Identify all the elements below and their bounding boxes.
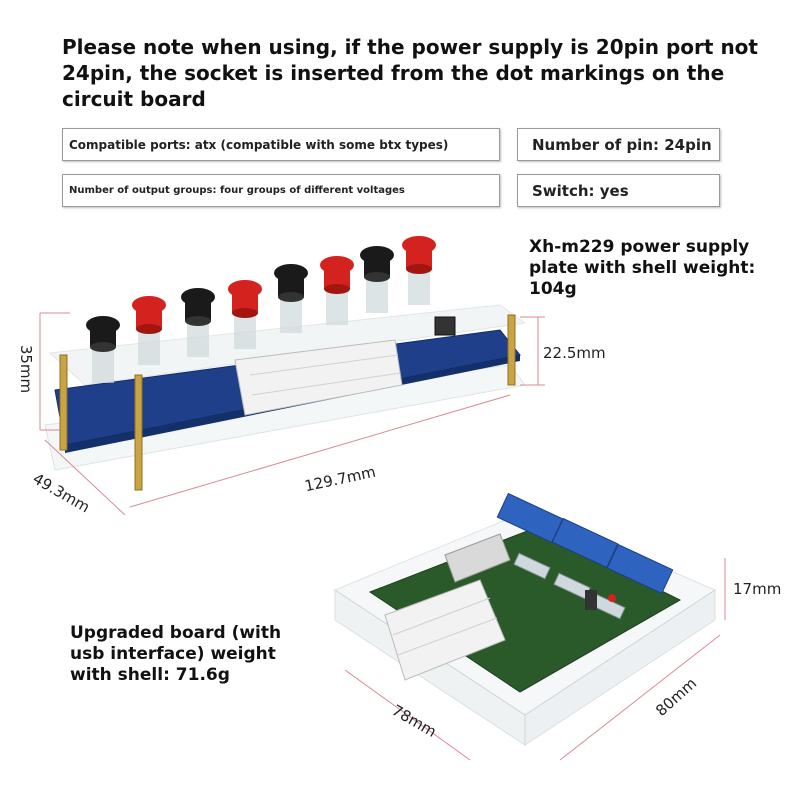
dim-height-17mm: 17mm xyxy=(733,580,782,598)
product2-weight-label: Upgraded board (with usb interface) weig… xyxy=(70,623,282,685)
spec-output-groups: Number of output groups: four groups of … xyxy=(62,174,500,207)
product1-weight-label: Xh-m229 power supply plate with shell we… xyxy=(529,237,756,299)
usage-note: Please note when using, if the power sup… xyxy=(62,35,758,111)
dim-board-height: 22.5mm xyxy=(543,344,606,362)
spec-switch: Switch: yes xyxy=(517,174,720,207)
product2-board-image xyxy=(333,492,726,760)
product1-board-image xyxy=(39,236,545,515)
spec-number-of-pin: Number of pin: 24pin xyxy=(517,128,720,161)
dim-height-35mm: 35mm xyxy=(17,344,36,394)
spec-compatible-ports: Compatible ports: atx (compatible with s… xyxy=(62,128,500,161)
terminal-row xyxy=(86,236,436,383)
